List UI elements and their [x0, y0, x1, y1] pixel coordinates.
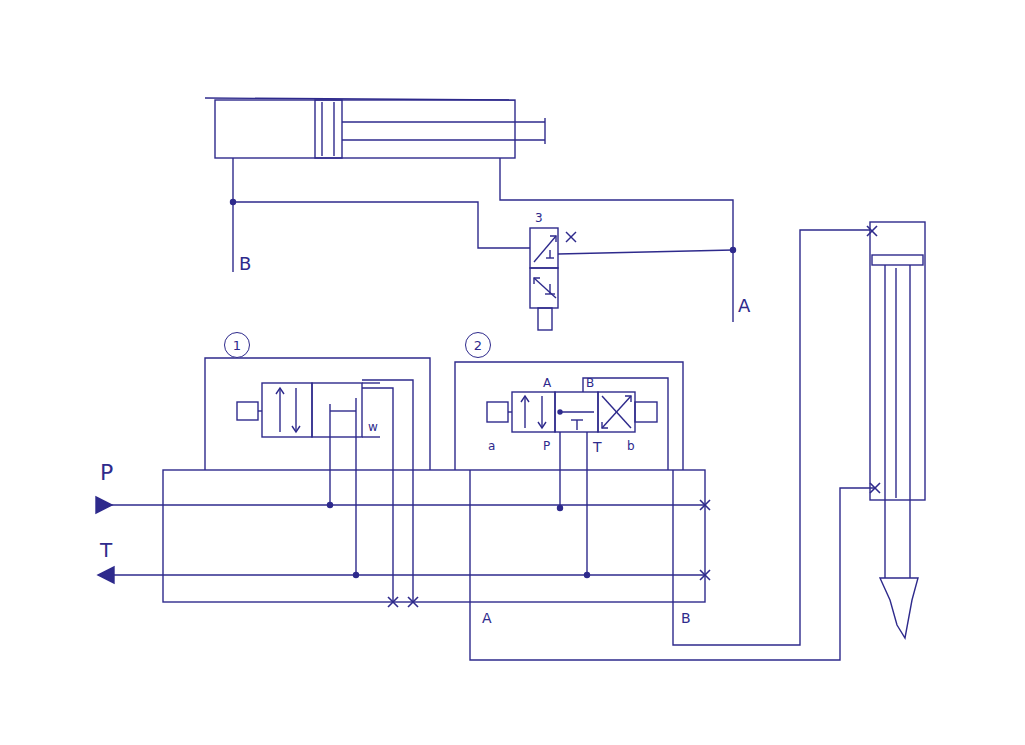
callout-number: 2: [474, 339, 482, 352]
callout-circle: 2: [465, 332, 491, 358]
port-label: A: [543, 377, 551, 389]
spring-label: w: [368, 421, 378, 433]
port-label: P: [543, 440, 550, 452]
port-label: T: [593, 440, 602, 454]
port-label: A: [738, 297, 750, 315]
solenoid-label: b: [627, 440, 635, 452]
port-label: P: [100, 462, 113, 484]
callout-number: 1: [233, 339, 241, 352]
port-label: T: [100, 540, 112, 560]
port-label: B: [681, 611, 691, 625]
port-label: B: [586, 377, 594, 389]
solenoid-label: a: [488, 440, 495, 452]
callout-circle: 1: [224, 332, 250, 358]
valve-number: 3: [535, 212, 543, 224]
port-label: B: [239, 255, 251, 273]
port-label: A: [482, 611, 492, 625]
